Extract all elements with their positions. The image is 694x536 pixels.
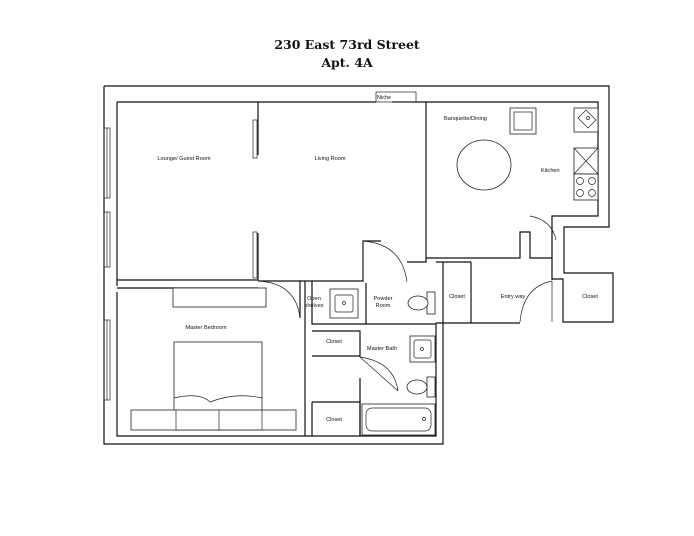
powder-vanity <box>329 288 359 319</box>
label-open-shelves-1: Open <box>307 296 321 302</box>
label-closet-bottom: Closet <box>326 417 342 423</box>
corner-sink <box>573 107 599 133</box>
bath-toilet-tank <box>426 376 436 398</box>
dresser <box>172 287 267 308</box>
label-entry-way: Entry way <box>501 294 526 300</box>
dining-table <box>456 139 512 191</box>
outer-walls <box>103 85 614 445</box>
label-closet-bath: Closet <box>326 339 342 345</box>
label-kitchen: Kitchen <box>541 168 560 174</box>
label-open-shelves-2: shelves <box>305 303 324 309</box>
bedroom-furniture <box>130 287 297 431</box>
label-powder-1: Powder <box>374 296 393 302</box>
plan-title-address: 230 East 73rd Street <box>274 37 420 52</box>
kitchen-fixtures <box>456 107 599 201</box>
stove <box>573 173 599 201</box>
label-master-bath: Master Bath <box>367 346 397 352</box>
label-living-room: Living Room <box>314 156 345 162</box>
label-lounge: Lounge/ Guest Room <box>157 156 211 162</box>
niche-box <box>375 91 417 103</box>
label-niche: Niche <box>377 95 391 101</box>
room-labels: Niche Banquette/Dining Kitchen Lounge/ G… <box>157 95 598 423</box>
bathtub <box>361 403 436 436</box>
plan-title-apartment: Apt. 4A <box>321 55 373 70</box>
powder-toilet <box>407 295 429 311</box>
master-bath-fixtures <box>361 335 436 436</box>
label-banquette: Banquette/Dining <box>444 116 487 122</box>
powder-room-fixtures <box>329 288 436 319</box>
label-powder-2: Room <box>376 303 391 309</box>
bath-toilet <box>406 379 428 395</box>
label-master-bedroom: Master Bedroom <box>185 325 227 331</box>
door-swings <box>257 215 557 392</box>
storage-bench <box>130 409 297 431</box>
label-closet-entry: Closet <box>449 294 465 300</box>
label-closet-right: Closet <box>582 294 598 300</box>
